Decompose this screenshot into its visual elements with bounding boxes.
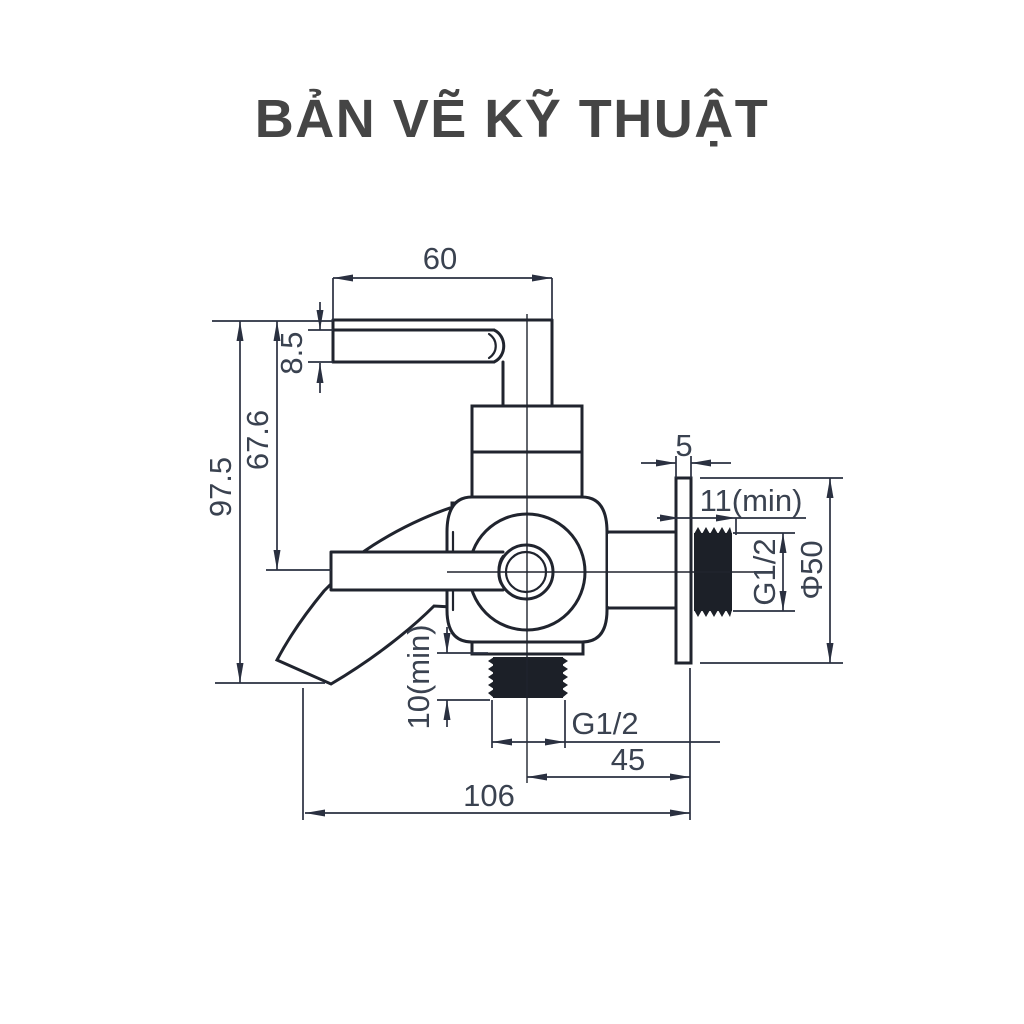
dim-total-length: 106 (302, 688, 690, 820)
dim-wall-thread-min: 11(min) (657, 483, 806, 535)
dim-height-to-spout-axis: 67.6 (240, 321, 331, 571)
dim-total-height-label: 97.5 (203, 457, 238, 517)
dim-total-height: 97.5 (203, 320, 333, 684)
dim-bottom-thread-min: 10(min) (401, 624, 490, 730)
dim-lever-thickness: 8.5 (274, 302, 333, 393)
dim-height-to-spout-axis-label: 67.6 (240, 410, 275, 470)
dim-bottom-thread-size-label: G1/2 (571, 706, 638, 741)
dim-bottom-thread-size: G1/2 (491, 700, 720, 748)
dim-flange-thickness: 5 (641, 428, 731, 478)
dim-center-to-wall-label: 45 (611, 742, 645, 777)
dim-lever-length-label: 60 (423, 241, 457, 276)
dim-bottom-thread-min-label: 10(min) (401, 624, 436, 729)
wall-flange (674, 476, 693, 665)
dim-wall-thread-min-label: 11(min) (700, 483, 803, 518)
centerlines (447, 314, 758, 783)
dim-flange-thickness-label: 5 (675, 428, 692, 463)
cross-handle-bar (329, 550, 505, 592)
top-lever-handle (331, 318, 554, 408)
page-title: BẢN VẼ KỸ THUẬT (254, 89, 770, 149)
spout (274, 501, 467, 686)
dim-flange-diameter: Φ50 (700, 477, 843, 664)
dim-wall-thread-size: G1/2 (733, 532, 795, 612)
wall-connection-pipe (605, 530, 678, 610)
bottom-thread (488, 657, 568, 698)
dim-lever-length: 60 (332, 241, 553, 320)
dim-wall-thread-size-label: G1/2 (747, 538, 782, 605)
dim-flange-diameter-label: Φ50 (794, 540, 829, 599)
dim-total-length-label: 106 (463, 778, 515, 813)
dim-center-to-wall: 45 (527, 668, 691, 820)
